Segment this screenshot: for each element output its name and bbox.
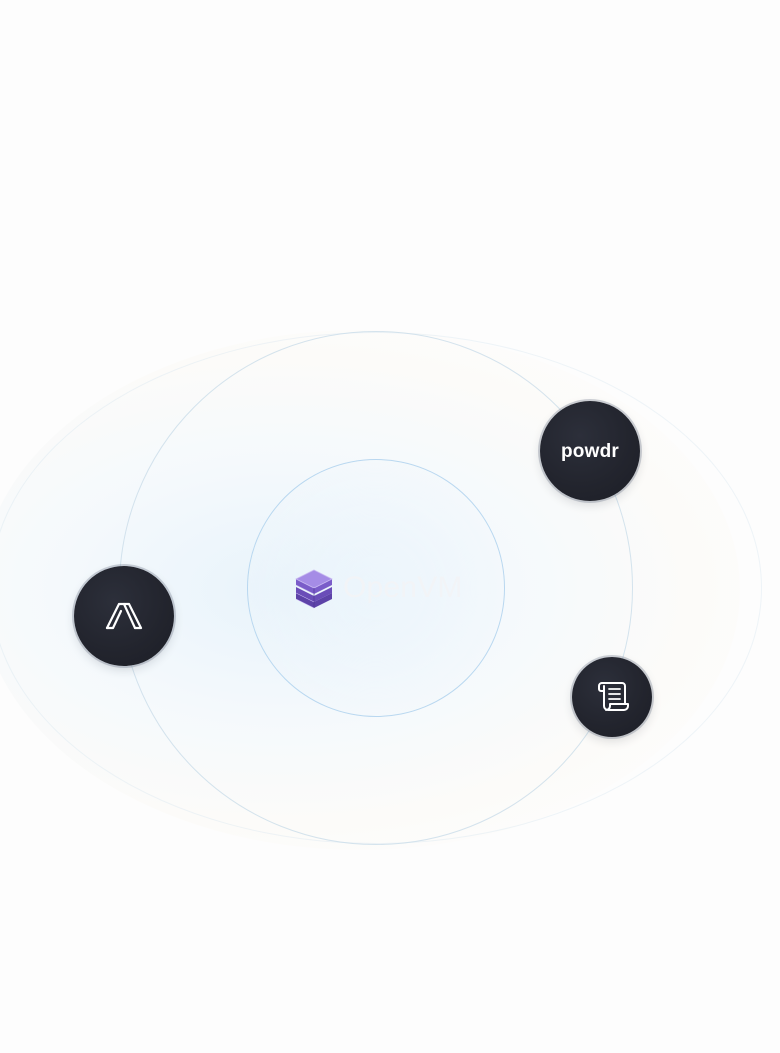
powdr-wordmark: powdr (561, 440, 619, 462)
stacked-layers-icon (295, 569, 333, 609)
scroll-node[interactable] (572, 657, 652, 737)
powdr-node[interactable]: powdr (540, 401, 640, 501)
center-logo: OpenVM (295, 566, 463, 610)
axiom-node[interactable] (74, 566, 174, 666)
center-name: OpenVM (343, 571, 463, 604)
scroll-icon (598, 682, 629, 711)
axiom-chevron-icon (105, 602, 143, 630)
